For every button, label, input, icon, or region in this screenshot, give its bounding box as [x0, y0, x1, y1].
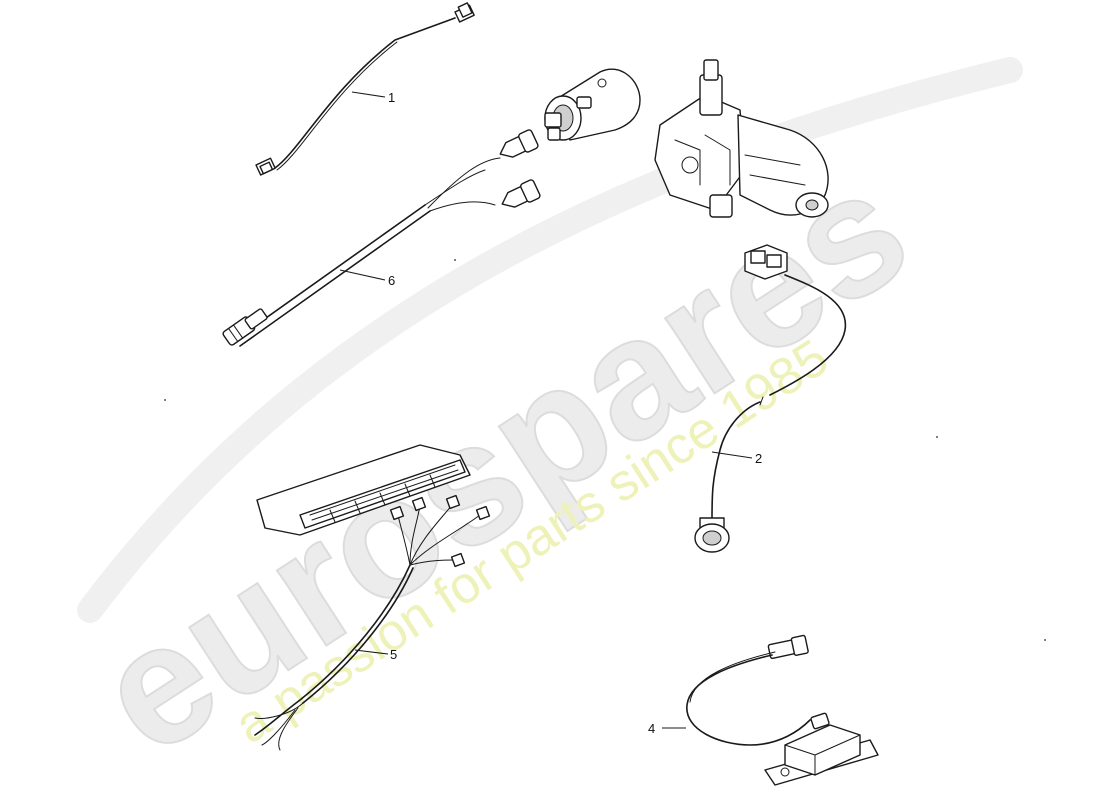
callout-5: 5 [390, 647, 397, 662]
callout-6: 6 [388, 273, 395, 288]
cable-2 [694, 244, 847, 553]
wiper-motor [654, 59, 829, 218]
leader-5 [354, 649, 389, 655]
callout-1: 1 [388, 90, 395, 105]
leader-6 [339, 269, 386, 281]
brake-light-grille [309, 464, 459, 523]
leader-2 [711, 451, 753, 459]
cable-1 [255, 2, 475, 176]
harness-5 [254, 494, 491, 751]
brake-light [256, 444, 471, 536]
scan-specks [164, 259, 1046, 641]
cable-6 [222, 129, 541, 347]
leader-1 [351, 91, 386, 98]
ignition-coil [544, 68, 641, 141]
callout-4: 4 [648, 721, 655, 736]
callout-leaders [339, 91, 753, 729]
sensor-4 [686, 634, 879, 786]
watermark-logo: eurospares [67, 132, 939, 791]
callout-2: 2 [755, 451, 762, 466]
callout-labels: 1 2 4 5 6 [388, 90, 762, 736]
watermark: eurospares a passion for parts since 198… [66, 57, 1023, 792]
